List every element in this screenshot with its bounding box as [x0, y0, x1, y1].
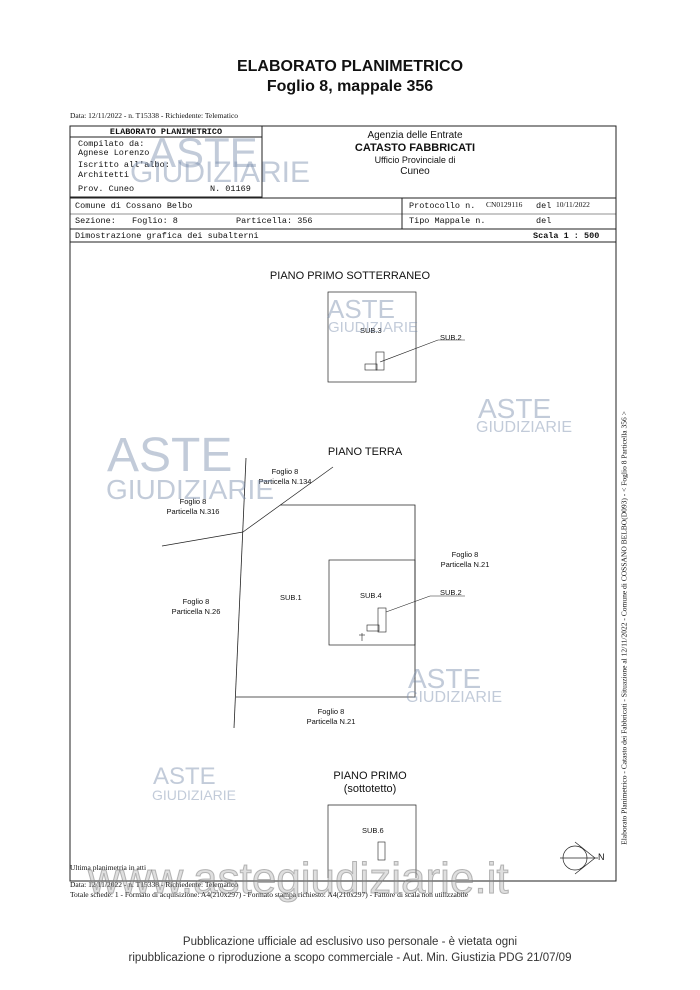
document-subtitle: Foglio 8, mappale 356 — [266, 78, 434, 95]
agency-name: Agenzia delle Entrate — [367, 130, 463, 141]
f26-foglio: Foglio 8 — [182, 597, 210, 606]
f134-particella: Particella N.134 — [258, 477, 312, 486]
piano-sotterraneo-label: PIANO PRIMO SOTTERRANEO — [269, 270, 431, 282]
sub2-label-underground: SUB.2 — [440, 333, 462, 342]
sub4-label: SUB.4 — [360, 591, 382, 600]
author-box — [69, 125, 263, 198]
watermark-aste: ASTE — [327, 294, 395, 324]
agency-block: Agenzia delle Entrate CATASTO FABBRICATI… — [330, 130, 500, 178]
piano-primo-label: PIANO PRIMO(sottotetto) — [300, 770, 440, 796]
sub1-label: SUB.1 — [280, 593, 302, 602]
sottotetto-title: (sottotetto) — [343, 783, 397, 795]
watermark-aste: ASTE — [148, 129, 258, 176]
f316-foglio: Foglio 8 — [179, 497, 207, 506]
bottom-totale: Totale schede: 1 - Formato di acquisizio… — [70, 890, 469, 899]
watermark-giudiziarie: GIUDIZIARIE — [406, 689, 503, 706]
catasto: CATASTO FABBRICATI — [354, 142, 476, 154]
foglio: Foglio: 8 — [132, 216, 178, 226]
sezione: Sezione: — [75, 216, 116, 226]
sub4-outline — [328, 559, 416, 646]
watermark-giudiziarie: GIUDIZIARIE — [328, 319, 419, 336]
f134-foglio: Foglio 8 — [271, 467, 299, 476]
watermark-aste: ASTE — [107, 429, 233, 482]
protocollo-date: 10/11/2022 — [556, 200, 590, 209]
tipo-mappale: Tipo Mappale n. — [409, 216, 486, 226]
watermark-aste: ASTE — [478, 393, 552, 424]
f21-foglio: Foglio 8 — [451, 550, 479, 559]
side-caption: Elaborato Planimetrico - Catasto dei Fab… — [619, 411, 629, 845]
f316-particella: Particella N.316 — [166, 507, 220, 516]
watermark-giudiziarie: GIUDIZIARIE — [476, 419, 573, 436]
outer-frame — [69, 125, 617, 882]
iscritto-label: Iscritto all'albo: — [78, 160, 170, 170]
watermark-aste: ASTE — [153, 763, 216, 790]
top-note: Data: 12/11/2022 - n. T15338 - Richieden… — [70, 111, 239, 120]
sub3-label: SUB.3 — [360, 326, 382, 335]
iscritto-value: Architetti — [78, 170, 130, 180]
footer-line-1: Pubblicazione ufficiale ad esclusivo uso… — [182, 936, 518, 948]
compilato-label: Compilato da: — [78, 139, 145, 149]
box-title: ELABORATO PLANIMETRICO — [109, 127, 223, 137]
del-label-2: del — [536, 216, 552, 226]
compilato-value: Agnese Lorenzo — [78, 148, 150, 158]
document-title: ELABORATO PLANIMETRICO — [236, 58, 464, 75]
piano-terra-label: PIANO TERRA — [327, 446, 403, 458]
watermark-url: www.astegiudiziarie.it — [88, 854, 510, 903]
f21-foglio-south: Foglio 8 — [317, 707, 345, 716]
sottotetto-outline — [327, 804, 417, 878]
f26-particella: Particella N.26 — [171, 607, 221, 616]
watermark-giudiziarie: GIUDIZIARIE — [152, 787, 237, 803]
ultima-planimetria: Ultima planimetria in atti — [70, 863, 147, 872]
building-outline — [236, 504, 416, 698]
sub2-label-ground: SUB.2 — [440, 588, 462, 597]
watermark-giudiziarie: GIUDIZIARIE — [106, 474, 275, 505]
protocollo-label: Protocollo n. — [409, 201, 476, 211]
watermark-giudiziarie: GIUDIZIARIE — [130, 156, 311, 189]
watermark-aste: ASTE — [408, 663, 482, 694]
comune: Comune di Cossano Belbo — [75, 201, 193, 211]
numero-albo: N. 01169 — [210, 184, 251, 194]
protocollo-value: CN0129116 — [486, 200, 523, 209]
f21-particella: Particella N.21 — [440, 560, 490, 569]
footer-line-2: ripubblicazione o riproduzione a scopo c… — [128, 952, 572, 964]
prov: Prov. Cuneo — [78, 184, 135, 194]
underground-outline — [327, 291, 417, 383]
del-label: del — [536, 201, 552, 211]
ufficio-city: Cuneo — [400, 166, 430, 177]
piano-primo-title: PIANO PRIMO — [333, 770, 407, 782]
f21-particella-south: Particella N.21 — [306, 717, 356, 726]
north-label: N — [598, 852, 605, 862]
sub6-label: SUB.6 — [362, 826, 384, 835]
particella: Particella: 356 — [236, 216, 313, 226]
bottom-data: Data: 12/11/2022 - n. T15338 - Richieden… — [70, 880, 239, 889]
dimostrazione: Dimostrazione grafica dei subalterni — [75, 231, 259, 241]
scala: Scala 1 : 500 — [533, 231, 600, 241]
ufficio: Ufficio Provinciale di — [374, 155, 456, 165]
